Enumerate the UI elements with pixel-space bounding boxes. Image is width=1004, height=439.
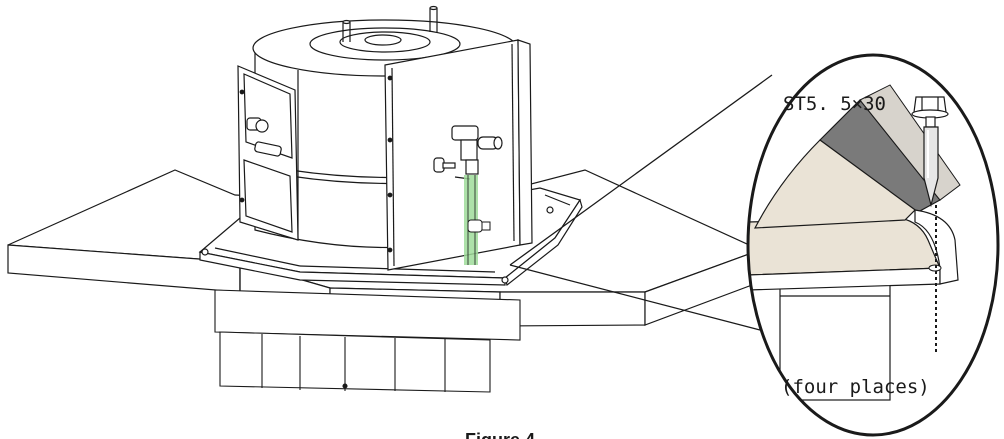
four-places-label: (four places) bbox=[781, 376, 930, 398]
screw-spec-label: ST5. 5×30 bbox=[783, 93, 886, 115]
left-control-box bbox=[237, 65, 299, 241]
screw-icon bbox=[911, 96, 949, 208]
figure-caption: Figure 4 bbox=[465, 430, 535, 439]
water-valve-icon bbox=[433, 125, 503, 180]
zoom-leader-lines bbox=[509, 74, 773, 331]
lower-duct bbox=[214, 289, 521, 393]
front-panel bbox=[384, 39, 533, 271]
drain-pipe bbox=[464, 175, 491, 265]
